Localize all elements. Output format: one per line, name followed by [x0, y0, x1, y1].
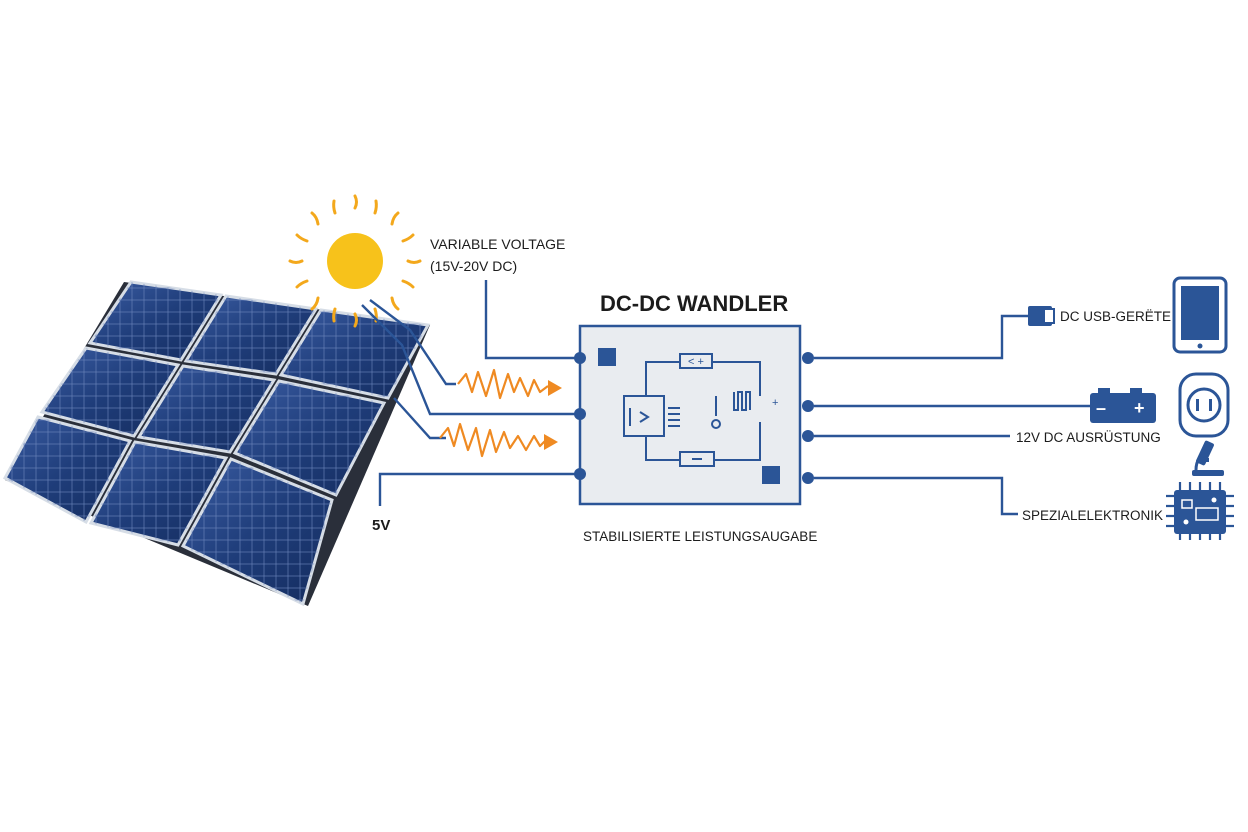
converter-caption: STABILISIERTE LEISTUNGSAUGABE	[583, 529, 817, 544]
svg-text:+: +	[772, 397, 778, 409]
svg-text:+: +	[1134, 398, 1145, 418]
svg-text:< +: < +	[688, 356, 704, 368]
converter-input-ports	[574, 352, 586, 480]
battery-icon: – +	[1090, 388, 1156, 423]
solar-panel-icon	[2, 280, 431, 607]
sun-icon	[288, 194, 422, 328]
five-volt-label: 5V	[372, 517, 390, 534]
noise-waveform-top	[457, 368, 562, 400]
usb-devices-label: DC USB-GERËTE	[1060, 309, 1171, 324]
microscope-icon	[1192, 440, 1224, 476]
input-voltage-label-line2: (15V-20V DC)	[430, 258, 517, 274]
input-voltage-wire	[484, 280, 578, 360]
svg-text:–: –	[1096, 398, 1106, 418]
input-voltage-label-line1: VARIABLE VOLTAGE	[430, 236, 565, 252]
usb-plug-icon	[1028, 306, 1055, 326]
five-volt-wire	[378, 472, 578, 506]
special-electronics-label: SPEZIALELEKTRONIK	[1022, 508, 1163, 523]
output-wires	[814, 314, 1090, 516]
tablet-icon	[1172, 276, 1228, 354]
noise-waveform-bottom	[439, 422, 558, 458]
twelve-volt-label: 12V DC AUSRÜSTUNG	[1016, 430, 1161, 445]
converter-corner-tl	[598, 348, 616, 366]
solar-cell-array	[2, 280, 431, 607]
socket-icon	[1178, 372, 1230, 438]
chip-icon	[1166, 482, 1234, 540]
converter-title: DC-DC WANDLER	[600, 291, 788, 316]
converter-box: < + +	[578, 324, 802, 506]
converter-circuit-icon	[623, 353, 761, 467]
converter-corner-br	[762, 466, 780, 484]
converter-output-ports	[802, 352, 814, 484]
